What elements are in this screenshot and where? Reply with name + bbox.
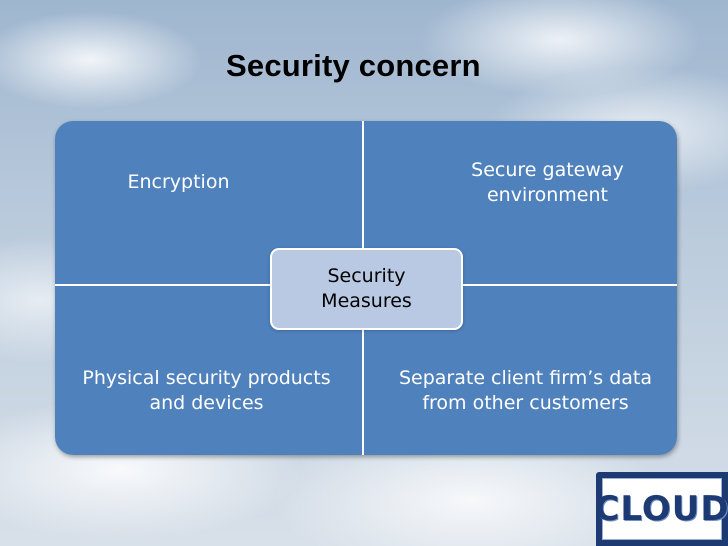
quadrant-label: Encryption	[127, 171, 230, 193]
quadrant-label: Secure gateway environment	[471, 158, 624, 206]
center-label: Security Measures	[321, 265, 412, 312]
quadrant-label: Physical security products and devices	[82, 366, 331, 414]
quadrant-label: Separate client firm’s data from other c…	[398, 366, 653, 414]
logo-text: CLOUD	[594, 489, 728, 529]
center-node-security-measures: Security Measures	[270, 248, 463, 330]
security-matrix: Encryption Secure gateway environment Ph…	[55, 121, 677, 455]
quadrant-separate-data: Separate client firm’s data from other c…	[364, 286, 677, 455]
cloud-logo: CLOUD	[594, 472, 728, 546]
logo-panel: CLOUD	[594, 478, 728, 540]
quadrant-encryption: Encryption	[55, 121, 364, 286]
quadrant-physical-security: Physical security products and devices	[55, 286, 364, 455]
slide-title: Security concern	[226, 48, 481, 83]
